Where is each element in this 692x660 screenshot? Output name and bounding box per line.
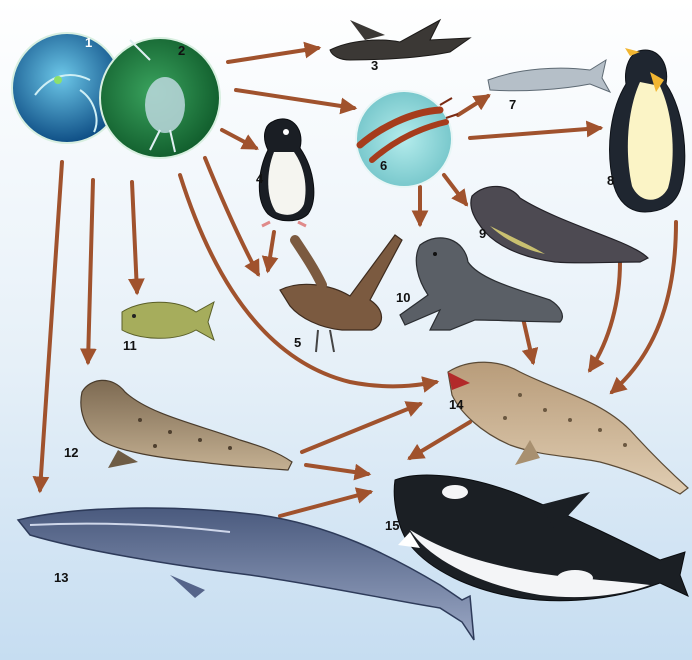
label-11: 11 <box>123 338 137 353</box>
label-12: 12 <box>64 445 78 460</box>
label-13: 13 <box>54 570 68 585</box>
label-5: 5 <box>294 335 301 350</box>
label-2: 2 <box>178 43 185 58</box>
label-15: 15 <box>385 518 399 533</box>
label-14: 14 <box>449 397 464 412</box>
label-6: 6 <box>380 158 387 173</box>
label-1: 1 <box>85 35 92 50</box>
label-9: 9 <box>479 226 486 241</box>
label-3: 3 <box>371 58 378 73</box>
label-10: 10 <box>396 290 410 305</box>
label-4: 4 <box>256 171 264 186</box>
zooplankton-illustration <box>100 38 220 158</box>
label-8: 8 <box>607 173 614 188</box>
label-7: 7 <box>509 97 516 112</box>
